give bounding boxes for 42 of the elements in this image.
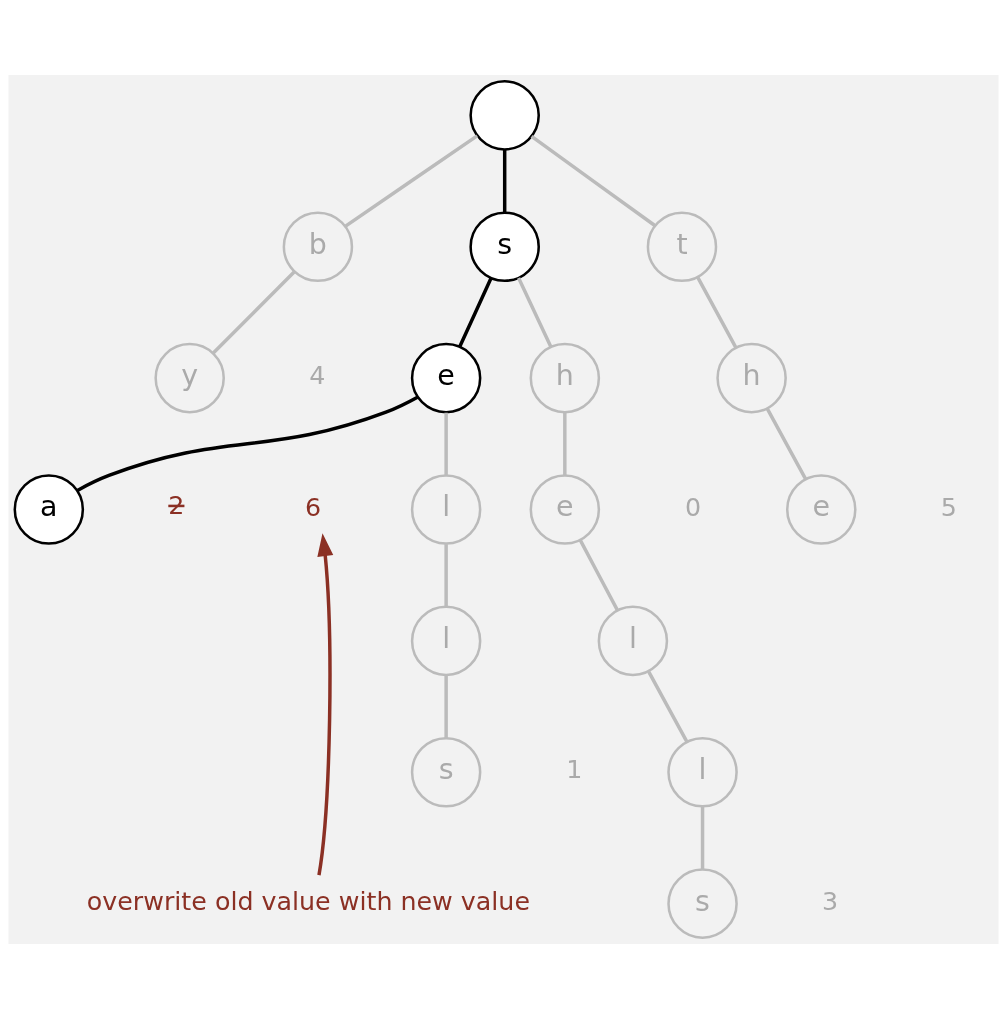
connector: [563, 412, 567, 475]
connector: [444, 412, 448, 475]
node-circle: t: [646, 210, 718, 282]
connector: [76, 395, 419, 492]
connector: [700, 806, 705, 870]
node-label: 3: [822, 885, 839, 916]
node-text: overwrite old value with new value: [86, 885, 531, 916]
connector: [344, 133, 479, 228]
node-circle: h: [529, 342, 601, 413]
node-circle: a: [13, 473, 85, 545]
connector: [458, 276, 493, 347]
connector: [211, 270, 296, 354]
node-circle: s: [469, 210, 540, 282]
connector: [444, 543, 448, 607]
node-label: 4: [309, 359, 326, 390]
node-circle: e: [785, 473, 857, 545]
node-circle: s: [410, 736, 482, 808]
node-circle: [469, 79, 540, 151]
node-circle: s: [667, 867, 738, 939]
connector: [578, 538, 620, 611]
node-circle: h: [716, 342, 787, 413]
connector: [647, 670, 689, 742]
node-label: 0: [684, 491, 702, 522]
node-text: 6: [305, 491, 322, 522]
connector: [765, 407, 808, 480]
node-circle: b: [282, 210, 354, 282]
connector: [530, 134, 656, 227]
node-label: 2: [168, 489, 185, 520]
node-circle: y: [154, 342, 225, 413]
node-label: 5: [940, 491, 957, 522]
node-circle: e: [529, 473, 601, 545]
connector: [444, 675, 448, 738]
connector: [517, 276, 553, 348]
connector: [502, 149, 507, 213]
connector: [696, 276, 738, 348]
node-circle: l: [667, 736, 738, 808]
node-circle: l: [597, 605, 669, 676]
arrow: [317, 532, 334, 875]
node-circle: l: [410, 473, 482, 545]
node-label: 1: [566, 753, 583, 784]
node-circle: e: [410, 342, 482, 413]
node-circle: l: [410, 605, 482, 676]
